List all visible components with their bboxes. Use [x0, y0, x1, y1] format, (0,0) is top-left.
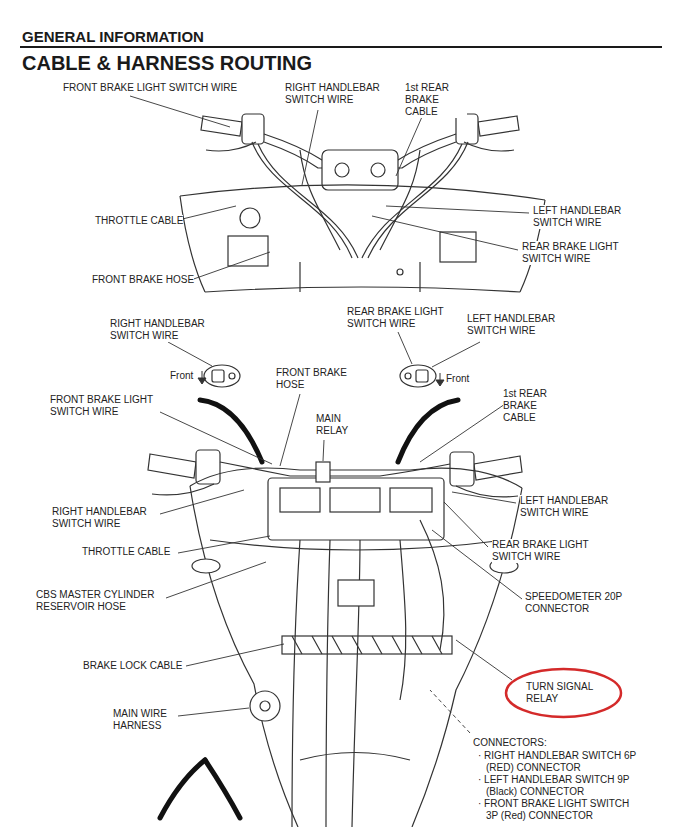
part-label: FRONT BRAKE HOSE: [92, 274, 194, 286]
header-rule: [20, 46, 662, 48]
ellipse-outline: [504, 667, 623, 719]
leader-lines-front: [160, 332, 522, 733]
section-header: GENERAL INFORMATION: [22, 28, 204, 45]
part-label: REAR BRAKE LIGHT SWITCH WIRE: [347, 306, 455, 330]
node-label: TURN SIGNAL RELAY: [526, 681, 601, 705]
connector-item: · RIGHT HANDLEBAR SWITCH 6P (RED) CONNEC…: [478, 750, 638, 774]
highlight-ellipse: TURN SIGNAL RELAY: [504, 667, 623, 719]
part-label: MAIN RELAY: [316, 413, 361, 437]
part-label: LEFT HANDLEBAR SWITCH WIRE: [467, 313, 575, 337]
part-label: FRONT BRAKE LIGHT SWITCH WIRE: [50, 394, 160, 418]
part-label: 1st REAR BRAKE CABLE: [503, 388, 565, 424]
leader-lines-top: [130, 96, 529, 281]
part-label: BRAKE LOCK CABLE: [83, 660, 182, 672]
part-label: LEFT HANDLEBAR SWITCH WIRE: [520, 495, 628, 519]
part-label: MAIN WIRE HARNESS: [113, 708, 175, 732]
part-label: CBS MASTER CYLINDER RESERVOIR HOSE: [36, 589, 161, 613]
ellipse-shape: [506, 669, 621, 717]
part-label: SPEEDOMETER 20P CONNECTOR: [525, 591, 630, 615]
part-label: Front: [446, 373, 469, 385]
part-label: REAR BRAKE LIGHT SWITCH WIRE: [492, 539, 600, 563]
page-title: CABLE & HARNESS ROUTING: [22, 52, 312, 75]
part-label: 1st REAR BRAKE CABLE: [405, 82, 467, 118]
part-label: Front: [170, 370, 193, 382]
part-label: CONNECTORS:: [473, 737, 547, 749]
connector-item: · LEFT HANDLEBAR SWITCH 9P (Black) CONNE…: [478, 774, 638, 798]
part-label: FRONT BRAKE HOSE: [276, 367, 356, 391]
part-label: REAR BRAKE LIGHT SWITCH WIRE: [522, 241, 630, 265]
part-label: LEFT HANDLEBAR SWITCH WIRE: [533, 205, 641, 229]
part-label: RIGHT HANDLEBAR SWITCH WIRE: [110, 318, 218, 342]
part-label: THROTTLE CABLE: [82, 546, 170, 558]
front-view: [148, 365, 522, 827]
part-label: THROTTLE CABLE: [95, 215, 183, 227]
part-label: FRONT BRAKE LIGHT SWITCH WIRE: [63, 82, 237, 94]
view-pointers: [160, 400, 458, 818]
part-label: RIGHT HANDLEBAR SWITCH WIRE: [52, 506, 160, 530]
part-label: RIGHT HANDLEBAR SWITCH WIRE: [285, 82, 393, 106]
connector-item: · FRONT BRAKE LIGHT SWITCH 3P (Red) CONN…: [478, 798, 638, 822]
top-view: [180, 114, 545, 292]
